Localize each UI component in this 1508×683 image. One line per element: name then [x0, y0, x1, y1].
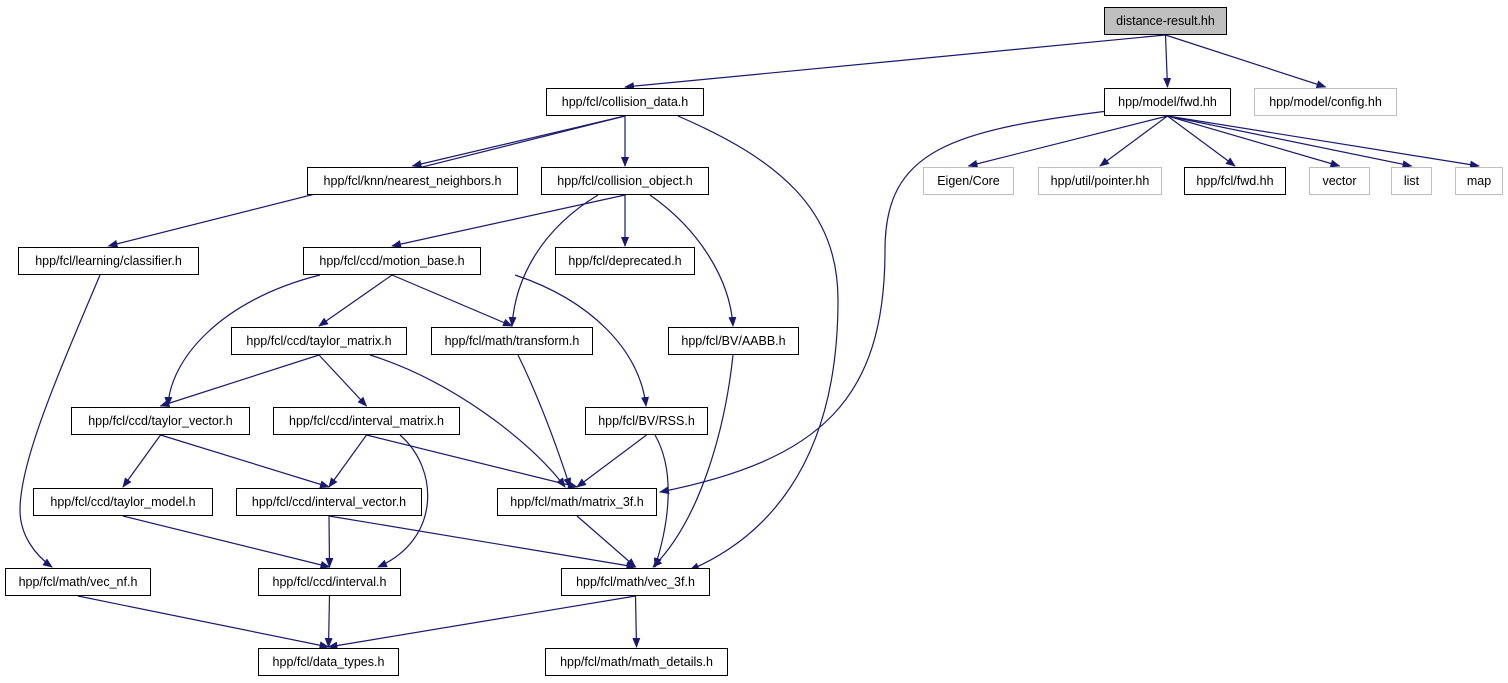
node-rss[interactable]: hpp/fcl/BV/RSS.h	[585, 407, 708, 435]
dependency-edges	[19, 34, 1480, 650]
edge-collision_object-to-aabb	[649, 194, 737, 327]
edge-collision_object-to-transform	[508, 194, 599, 327]
edge-vec_3f-to-data_types	[327, 595, 636, 650]
edge-taylor_vector-to-interval_vector	[160, 434, 330, 489]
node-transform[interactable]: hpp/fcl/math/transform.h	[431, 327, 593, 355]
edge-transform-to-matrix_3f	[517, 354, 572, 488]
edge-collision_data-to-vec_3f	[677, 115, 839, 571]
edge-taylor_matrix-to-taylor_vector	[159, 354, 320, 408]
node-interval-matrix[interactable]: hpp/fcl/ccd/interval_matrix.h	[273, 407, 460, 435]
node-interval-vector[interactable]: hpp/fcl/ccd/interval_vector.h	[236, 488, 422, 516]
edge-collision_object-to-motion_base	[391, 194, 626, 248]
edge-taylor_matrix-to-matrix_3f	[369, 354, 566, 488]
edge-aabb-to-vec_3f	[652, 354, 734, 568]
node-vector: vector	[1309, 167, 1370, 195]
edge-model_fwd-to-util_pointer	[1099, 115, 1168, 167]
edge-model_fwd-to-list	[1167, 115, 1413, 169]
edge-model_fwd-to-vector	[1167, 115, 1341, 168]
edge-model_fwd-to-matrix_3f	[659, 109, 1117, 495]
node-knn[interactable]: hpp/fcl/knn/nearest_neighbors.h	[307, 167, 518, 195]
edge-rss-to-matrix_3f	[576, 434, 647, 488]
edge-interval_matrix-to-interval_vector	[328, 434, 367, 488]
edge-motion_base-to-transform	[391, 274, 513, 327]
node-classifier[interactable]: hpp/fcl/learning/classifier.h	[18, 247, 199, 275]
edge-collision_data-to-knn	[411, 115, 626, 168]
edge-model_fwd-to-map	[1167, 115, 1480, 169]
edge-taylor_matrix-to-interval_matrix	[318, 354, 368, 407]
node-interval[interactable]: hpp/fcl/ccd/interval.h	[258, 568, 401, 596]
edge-interval_matrix-to-interval	[377, 434, 429, 568]
node-motion-base[interactable]: hpp/fcl/ccd/motion_base.h	[303, 247, 481, 275]
edge-matrix_3f-to-vec_3f	[576, 515, 637, 568]
edge-interval_vector-to-interval	[325, 515, 334, 568]
edge-motion_base-to-rss	[514, 274, 650, 407]
node-taylor-vector[interactable]: hpp/fcl/ccd/taylor_vector.h	[71, 407, 250, 435]
edge-motion_base-to-taylor_vector	[164, 274, 321, 407]
node-matrix-3f[interactable]: hpp/fcl/math/matrix_3f.h	[497, 488, 657, 516]
edge-interval_matrix-to-matrix_3f	[366, 434, 578, 489]
node-taylor-matrix[interactable]: hpp/fcl/ccd/taylor_matrix.h	[231, 327, 407, 355]
edge-interval_vector-to-vec_3f	[328, 515, 637, 570]
edge-motion_base-to-taylor_matrix	[318, 274, 393, 327]
edge-root-to-model_config	[1165, 34, 1327, 89]
node-root: distance-result.hh	[1104, 7, 1227, 35]
node-collision-data[interactable]: hpp/fcl/collision_data.h	[546, 88, 704, 116]
edge-root-to-collision_data	[624, 34, 1166, 91]
node-collision-object[interactable]: hpp/fcl/collision_object.h	[541, 167, 709, 195]
node-deprecated[interactable]: hpp/fcl/deprecated.h	[555, 247, 695, 275]
edge-interval-to-data_types	[324, 595, 333, 648]
node-data-types[interactable]: hpp/fcl/data_types.h	[258, 648, 399, 676]
edge-vec_nf-to-data_types	[77, 595, 330, 650]
node-model-config: hpp/model/config.hh	[1254, 88, 1397, 116]
node-eigen-core: Eigen/Core	[923, 167, 1014, 195]
node-util-pointer: hpp/util/pointer.hh	[1038, 167, 1162, 195]
node-vec-nf[interactable]: hpp/fcl/math/vec_nf.h	[5, 568, 151, 596]
node-list: list	[1391, 167, 1432, 195]
edge-vec_3f-to-math_details	[632, 595, 641, 648]
edge-root-to-model_fwd	[1163, 34, 1172, 88]
node-vec-3f[interactable]: hpp/fcl/math/vec_3f.h	[561, 568, 710, 596]
edge-rss-to-vec_3f	[653, 434, 669, 568]
edge-model_fwd-to-eigen_core	[967, 115, 1168, 168]
node-model-fwd[interactable]: hpp/model/fwd.hh	[1104, 88, 1231, 116]
edge-taylor_vector-to-taylor_model	[122, 434, 161, 488]
edge-classifier-to-vec_nf	[19, 274, 101, 568]
edge-model_fwd-to-fcl_fwd	[1167, 115, 1236, 167]
node-fcl-fwd[interactable]: hpp/fcl/fwd.hh	[1184, 167, 1286, 195]
node-taylor-model[interactable]: hpp/fcl/ccd/taylor_model.h	[33, 488, 213, 516]
node-math-details[interactable]: hpp/fcl/math/math_details.h	[545, 648, 728, 676]
node-aabb[interactable]: hpp/fcl/BV/AABB.h	[668, 327, 799, 355]
edge-taylor_model-to-interval	[122, 515, 331, 569]
node-map: map	[1455, 167, 1503, 195]
